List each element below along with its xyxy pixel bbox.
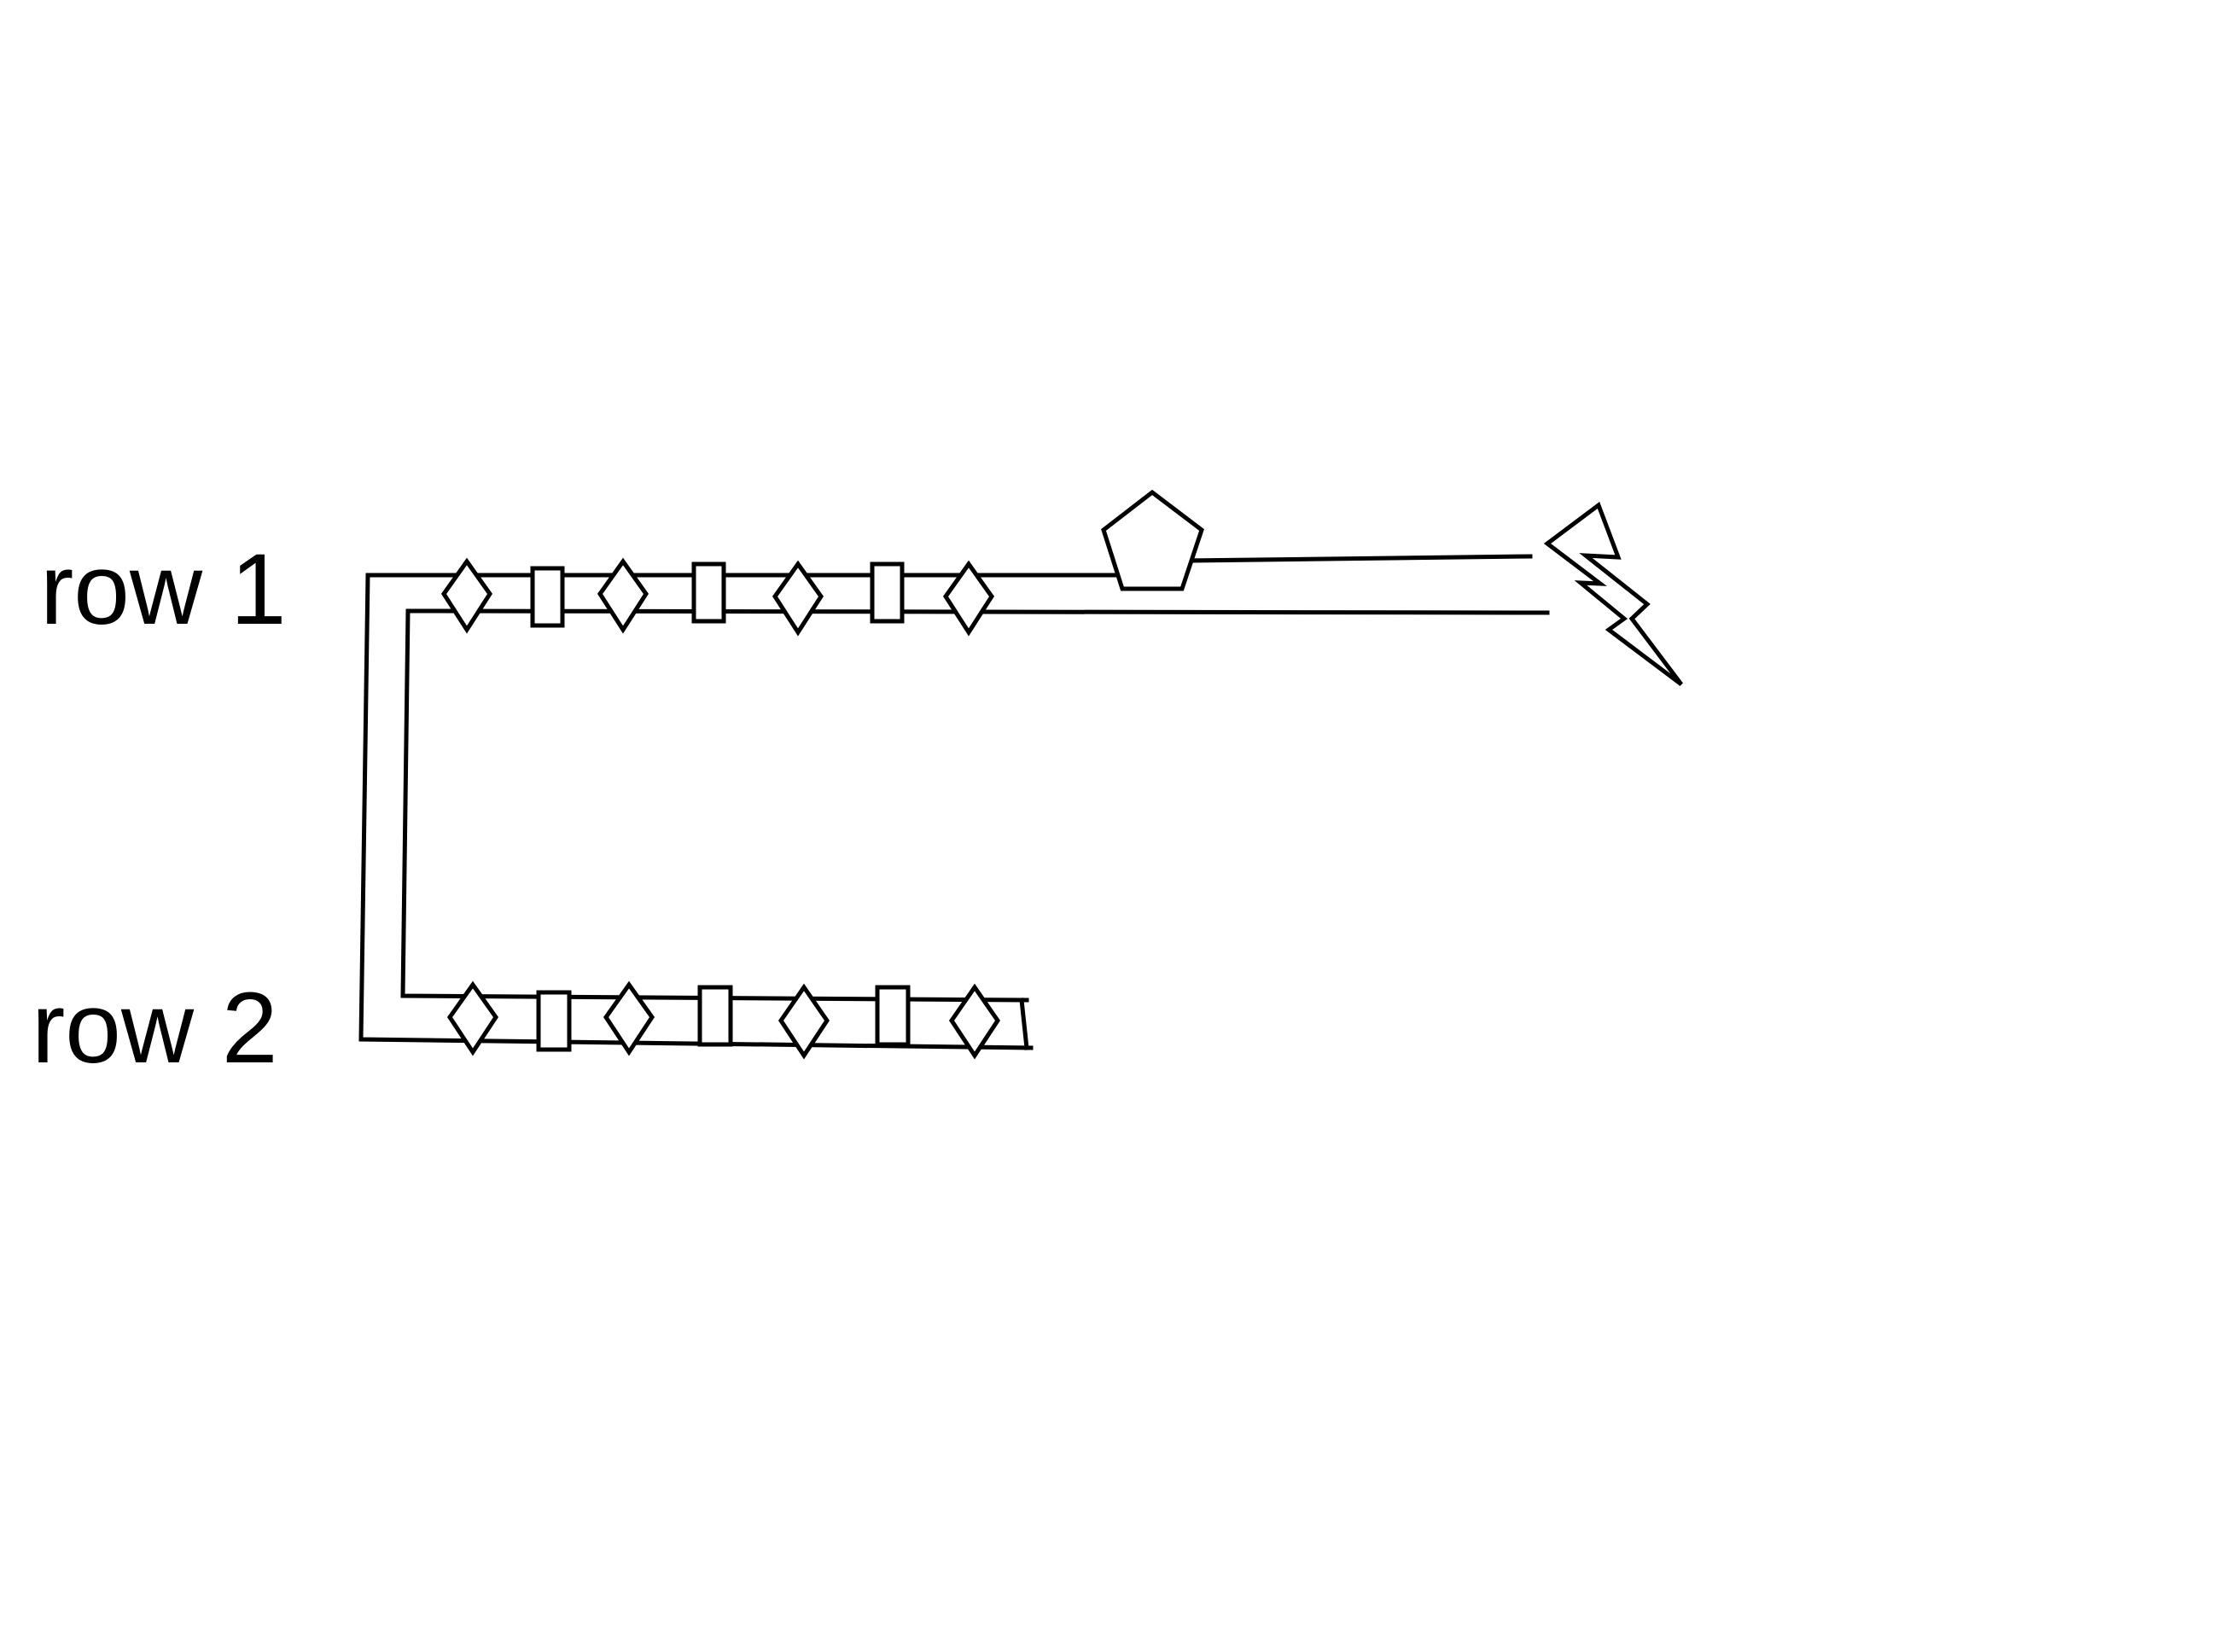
rectangle-component [697,985,733,1047]
diamond-component [597,557,649,634]
rectangle-component [536,990,572,1052]
lightning-bolt-icon [1543,502,1683,686]
diamond-component [603,980,655,1056]
diamond-component [778,983,830,1060]
outer-wire [358,573,1121,1050]
row-2-label: row 2 [32,972,278,1085]
row-2-components [446,980,1001,1060]
diamond-component [772,560,824,637]
row-2-end-cap [1019,998,1029,1050]
rectangle-component [875,985,911,1047]
pentagon-lead-wire [1185,554,1533,563]
inner-wire [400,608,1550,1003]
diamond-component [948,983,1001,1060]
row-1-label: row 1 [40,533,287,646]
rectangle-component [870,561,905,624]
row-1-components [440,557,995,637]
diamond-component [942,560,995,637]
rectangle-component [691,561,726,624]
pentagon-shape [1101,489,1204,591]
diamond-component [440,557,493,634]
diamond-component [446,980,499,1056]
rectangle-component [530,566,565,628]
